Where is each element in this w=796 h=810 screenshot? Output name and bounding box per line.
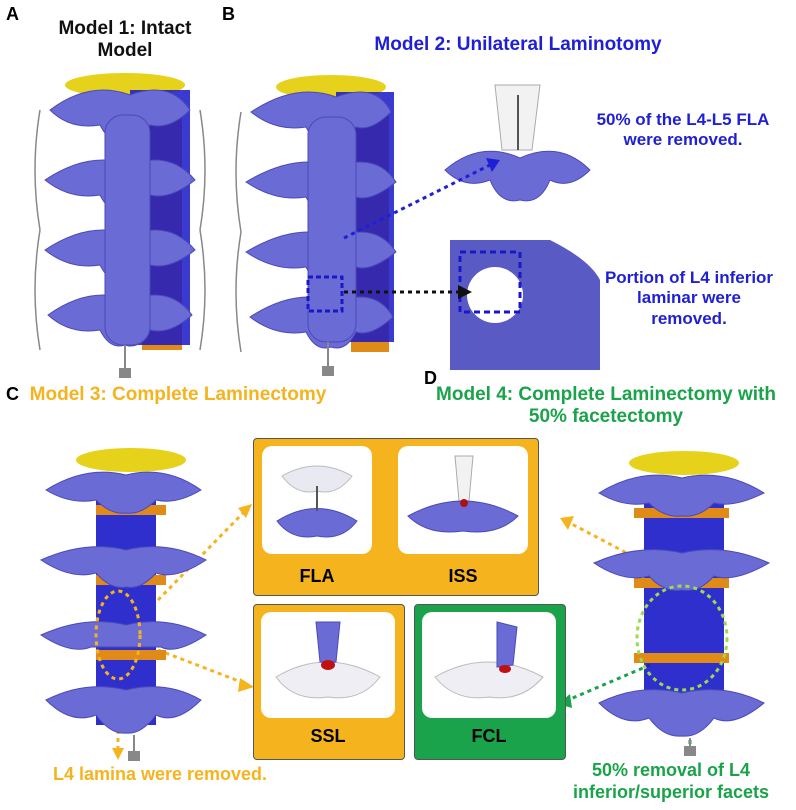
lamina-portion-removed-note: Portion of L4 inferior laminar were remo… (604, 268, 774, 328)
panel-letter-b: B (222, 4, 235, 24)
fla-detail-vertebra (444, 84, 591, 202)
model-3-title: Model 3: Complete Laminectomy (29, 384, 327, 405)
fcl-label: FCL (471, 726, 507, 746)
panel-letter-d: D (424, 368, 437, 388)
panel-letter-c: C (6, 384, 19, 404)
model-4-title: Model 4: Complete Laminectomy with 50% f… (436, 384, 776, 427)
fla-removed-note: 50% of the L4-L5 FLA were removed. (596, 110, 770, 150)
ssl-card (261, 612, 395, 718)
intact-spine-model (34, 73, 206, 378)
lamina-zoom-detail (450, 240, 600, 370)
fla-ligament-image (276, 465, 358, 538)
l4-lamina-removed-note: L4 lamina were removed. (52, 764, 268, 784)
ssl-label: SSL (310, 726, 346, 746)
laminectomy-facetectomy-spine-model (592, 451, 771, 756)
complete-laminectomy-spine-model (39, 448, 207, 761)
fla-label: FLA (299, 566, 335, 586)
facet-removal-note: 50% removal of L4 inferior/superior face… (572, 760, 770, 802)
iss-label: ISS (448, 566, 478, 586)
model-2-title: Model 2: Unilateral Laminotomy (374, 34, 662, 55)
unilateral-laminotomy-spine-model (235, 75, 397, 376)
iss-ligament-image (407, 455, 519, 533)
model-1-title: Model 1: Intact Model (58, 18, 192, 61)
iss-card (398, 446, 528, 554)
fcl-card (422, 612, 556, 718)
panel-letter-a: A (6, 4, 19, 24)
ssl-ligament-image (275, 621, 381, 699)
fla-card (262, 446, 372, 554)
fcl-ligament-image (434, 621, 544, 699)
